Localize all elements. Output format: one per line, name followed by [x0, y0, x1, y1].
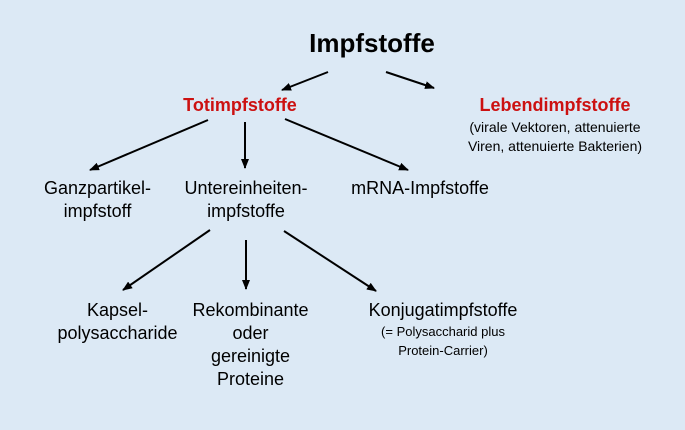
arrow-totimpfstoffe-to-mrna — [284, 118, 409, 171]
kapsel-line1: Kapsel- — [86, 300, 149, 320]
arrow-untereinheiten-to-konjugat — [283, 230, 377, 292]
lebendimpfstoffe-node: Lebendimpfstoffe (virale Vektoren, atten… — [440, 95, 670, 156]
root-label: Impfstoffe — [309, 28, 435, 58]
arrow-untereinheiten-to-kapsel — [122, 229, 211, 291]
arrow-root-to-lebendimpfstoffe — [385, 71, 435, 89]
lebendimpfstoffe-note-line1: (virale Vektoren, attenuierte — [469, 119, 641, 135]
untereinheiten-line2: impfstoffe — [207, 201, 285, 221]
ganzpartikel-line2: impfstoff — [63, 201, 132, 221]
rekombinante-line4: Proteine — [216, 369, 285, 389]
kapsel-node: Kapsel- polysaccharide — [40, 299, 195, 345]
konjugat-label: Konjugatimpfstoffe — [368, 300, 518, 320]
root-node: Impfstoffe — [272, 28, 472, 59]
totimpfstoffe-label: Totimpfstoffe — [183, 95, 297, 115]
arrow-root-to-totimpfstoffe — [281, 71, 329, 91]
lebendimpfstoffe-label: Lebendimpfstoffe — [479, 95, 631, 115]
rekombinante-line1: Rekombinante — [192, 300, 309, 320]
lebendimpfstoffe-note-line2: Viren, attenuierte Bakterien) — [467, 138, 643, 154]
konjugat-note-line2: Protein-Carrier) — [398, 343, 488, 358]
untereinheiten-node: Untereinheiten- impfstoffe — [166, 177, 326, 223]
konjugat-node: Konjugatimpfstoffe (= Polysaccharid plus… — [338, 299, 548, 360]
rekombinante-line2: oder — [232, 323, 269, 343]
mrna-label: mRNA-Impfstoffe — [351, 178, 489, 198]
arrow-totimpfstoffe-to-ganzpartikel — [89, 119, 209, 171]
rekombinante-line3: gereinigte — [210, 346, 291, 366]
ganzpartikel-node: Ganzpartikel- impfstoff — [20, 177, 175, 223]
konjugat-note-line1: (= Polysaccharid plus — [381, 324, 505, 339]
ganzpartikel-line1: Ganzpartikel- — [43, 178, 152, 198]
totimpfstoffe-node: Totimpfstoffe — [150, 95, 330, 116]
untereinheiten-line1: Untereinheiten- — [184, 178, 308, 198]
mrna-node: mRNA-Impfstoffe — [325, 177, 515, 200]
kapsel-line2: polysaccharide — [57, 323, 178, 343]
rekombinante-node: Rekombinante oder gereinigte Proteine — [183, 299, 318, 391]
